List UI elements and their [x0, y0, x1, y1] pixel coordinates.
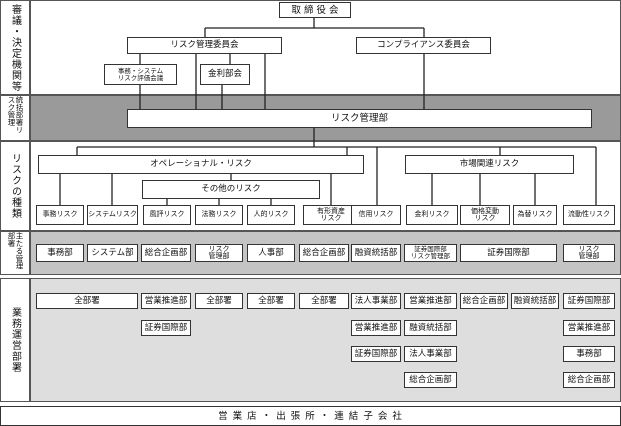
main-dept-securities-risk: 証券国際部 リスク管理部	[404, 244, 457, 262]
footer-branches: 営 業 店 ・ 出 張 所 ・ 連 結 子 会 社	[0, 406, 621, 426]
ops-sales-promotion-1: 営業推進部	[141, 293, 191, 309]
ops-securities-intl-2: 証券国際部	[351, 346, 401, 362]
row-label-decision: 審議・決定機関等	[0, 0, 30, 95]
board-of-directors: 取 締 役 会	[279, 2, 351, 18]
ops-all-depts-2: 全部署	[195, 293, 243, 309]
alm-council: 金利部会	[200, 64, 250, 85]
risk-fx: 為替リスク	[513, 205, 557, 225]
risk-management-committee: リスク管理委員会	[127, 37, 282, 54]
ops-all-depts-1: 全部署	[36, 293, 138, 309]
ops-planning-3: 総合企画部	[563, 372, 615, 388]
ops-loan-management-1: 融資統括部	[404, 320, 457, 336]
ops-corporate-business-1: 法人事業部	[351, 293, 401, 309]
risk-reputational: 風評リスク	[143, 205, 191, 225]
main-dept-risk-mgmt-2: リスク 管理部	[563, 244, 615, 262]
row-label-main-dept: 主たる管理部署	[0, 231, 30, 275]
ops-administration: 事務部	[563, 346, 615, 362]
ops-securities-intl-3: 証券国際部	[563, 293, 615, 309]
ops-planning-1: 総合企画部	[404, 372, 457, 388]
risk-legal: 法務リスク	[195, 205, 243, 225]
risk-system: システムリスク	[87, 205, 138, 225]
row-label-risk-mgmt: 統括部署リスク管理	[0, 95, 30, 141]
risk-human: 人的リスク	[247, 205, 295, 225]
other-risk: その他のリスク	[142, 180, 320, 199]
main-dept-hr: 人事部	[247, 244, 295, 262]
market-risk: 市場関連リスク	[405, 155, 574, 174]
main-dept-administration: 事務部	[36, 244, 84, 262]
ops-sales-promotion-2: 営業推進部	[351, 320, 401, 336]
main-dept-system: システム部	[87, 244, 138, 262]
ops-securities-intl-1: 証券国際部	[141, 320, 191, 336]
ops-all-depts-3: 全部署	[247, 293, 295, 309]
risk-liquidity: 流動性リスク	[563, 205, 615, 225]
ops-loan-management-2: 融資統括部	[511, 293, 559, 309]
main-dept-planning: 総合企画部	[141, 244, 191, 262]
risk-credit: 信用リスク	[351, 205, 401, 225]
main-dept-securities-intl: 証券国際部	[460, 244, 557, 262]
risk-management-dept: リスク管理部	[127, 109, 592, 128]
risk-administrative: 事務リスク	[36, 205, 84, 225]
ops-planning-2: 総合企画部	[460, 293, 508, 309]
operational-risk: オペレーショナル・リスク	[38, 155, 364, 174]
row-label-risk-types: リスクの種類	[0, 141, 30, 231]
ops-corporate-business-2: 法人事業部	[404, 346, 457, 362]
risk-interest-rate: 金利リスク	[406, 205, 458, 225]
risk-price-fluctuation: 価格変動 リスク	[460, 205, 510, 225]
row-label-ops-dept: 業務運営部署	[0, 278, 30, 402]
main-dept-planning-2: 総合企画部	[299, 244, 349, 262]
ops-all-depts-4: 全部署	[299, 293, 349, 309]
risk-tangible-assets: 有形資産 リスク	[303, 205, 359, 225]
main-dept-loan-management: 融資統括部	[351, 244, 401, 262]
system-risk-council: 事務・システム リスク評価会議	[104, 64, 177, 85]
ops-sales-promotion-3: 営業推進部	[404, 293, 457, 309]
main-dept-risk-mgmt: リスク 管理部	[195, 244, 243, 262]
compliance-committee: コンプライアンス委員会	[356, 37, 491, 54]
ops-sales-promotion-4: 営業推進部	[563, 320, 615, 336]
